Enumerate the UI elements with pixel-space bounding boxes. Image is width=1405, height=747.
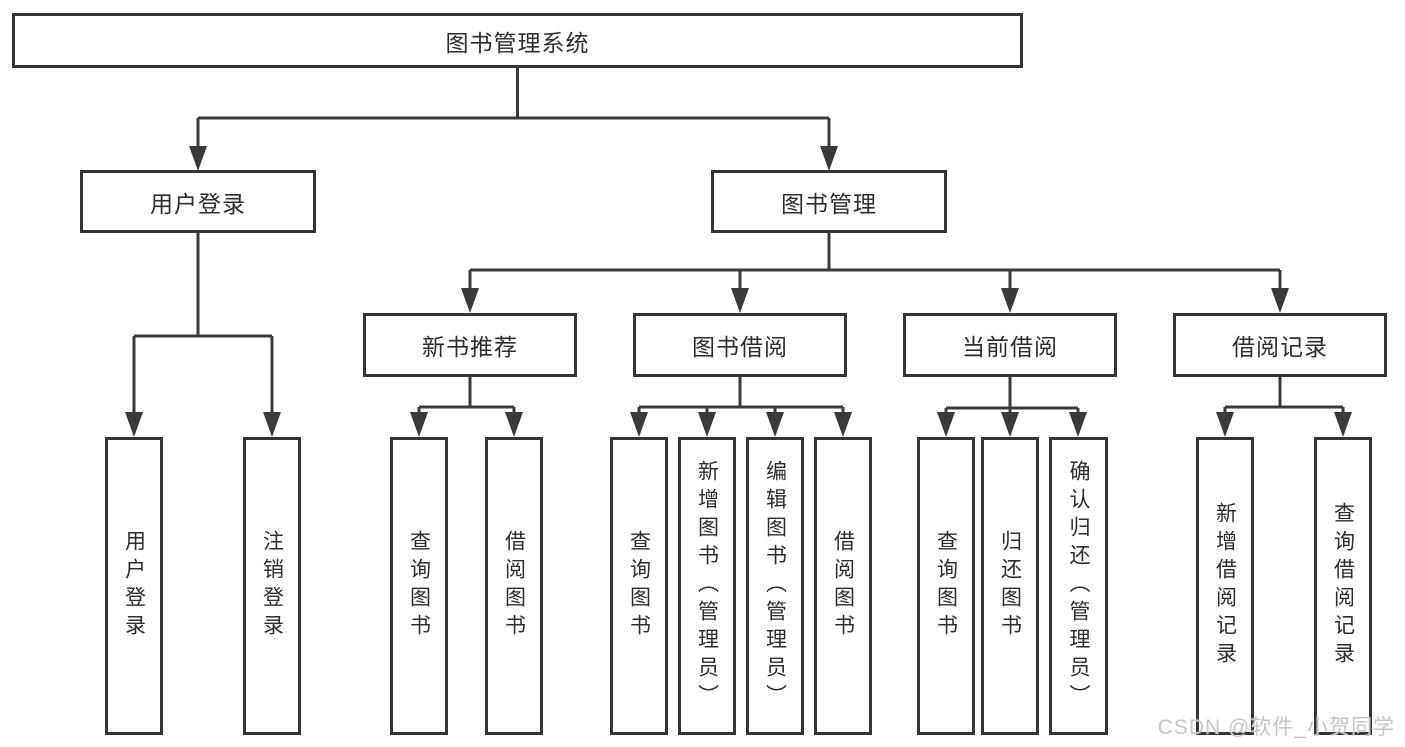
node-book-borrowing: 图书借阅 — [633, 313, 847, 377]
node-book-management: 图书管理 — [711, 170, 947, 233]
leaf-borrow-books-recommend: 借阅图书 — [485, 437, 543, 735]
leaf-query-borrow-record: 查询借阅记录 — [1314, 437, 1372, 735]
leaf-query-books-recommend: 查询图书 — [390, 437, 448, 735]
node-current-borrowing: 当前借阅 — [903, 313, 1117, 377]
node-user-login: 用户登录 — [80, 170, 316, 233]
leaf-add-borrow-record: 新增借阅记录 — [1196, 437, 1254, 735]
leaf-query-books-current: 查询图书 — [917, 437, 975, 735]
leaf-edit-books-admin: 编辑图书（管理员） — [746, 437, 804, 735]
leaf-borrow-books-borrowing: 借阅图书 — [814, 437, 872, 735]
leaf-user-login: 用户登录 — [105, 437, 163, 735]
arrowheads — [125, 146, 1352, 437]
leaf-add-books-admin: 新增图书（管理员） — [678, 437, 736, 735]
leaf-logout: 注销登录 — [243, 437, 301, 735]
leaf-return-books: 归还图书 — [981, 437, 1039, 735]
node-root-library-system: 图书管理系统 — [12, 13, 1023, 68]
node-borrow-records: 借阅记录 — [1173, 313, 1387, 377]
leaf-query-books-borrowing: 查询图书 — [610, 437, 668, 735]
csdn-watermark: CSDN @软件_小贺同学 — [1157, 716, 1395, 739]
node-new-book-recommend: 新书推荐 — [363, 313, 577, 377]
leaf-confirm-return-admin: 确认归还（管理员） — [1049, 437, 1108, 735]
